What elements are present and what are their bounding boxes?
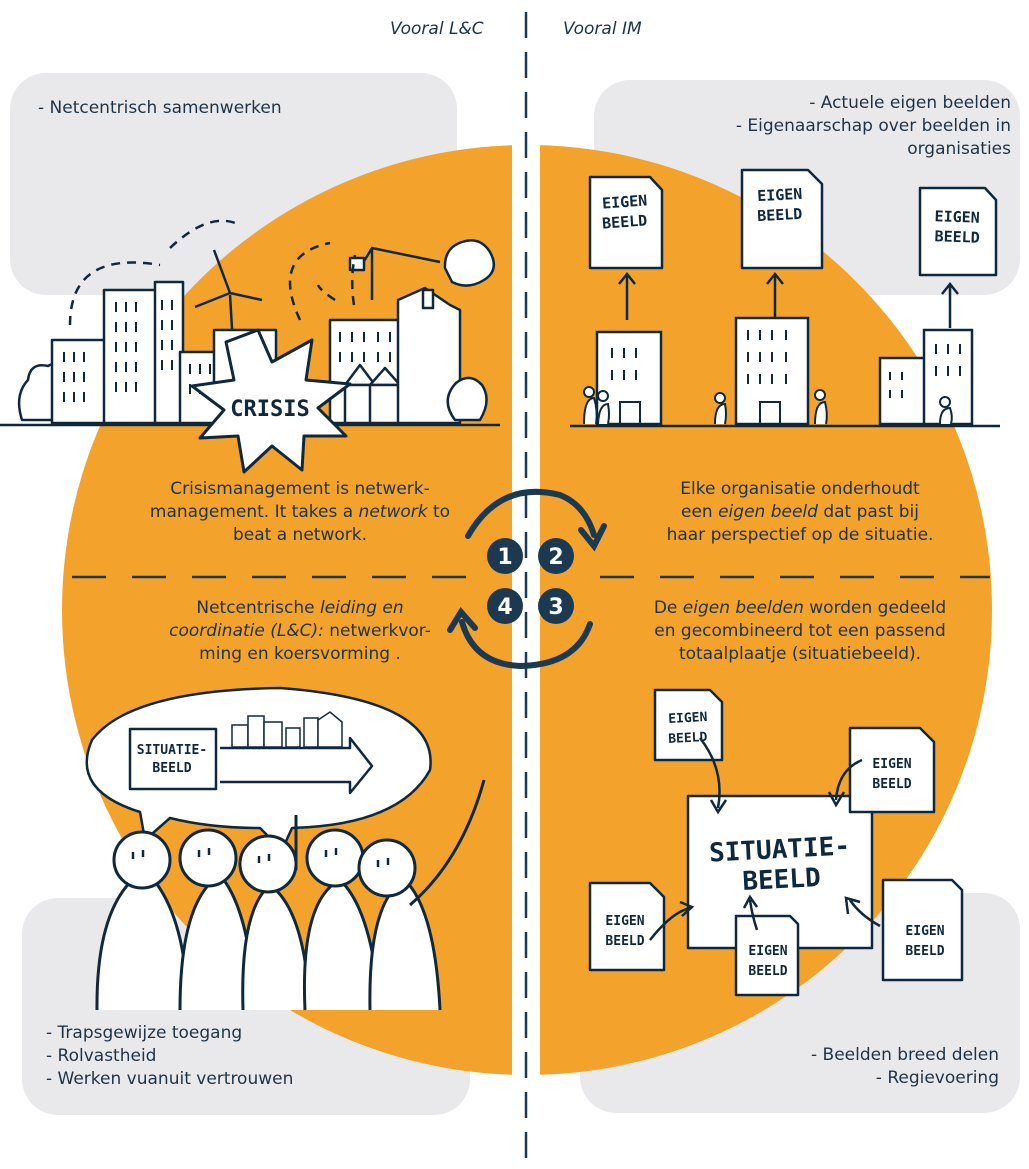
quadrant-1-text: Crisismanagement is netwerk- management.… [130,478,470,547]
q3-span: worden gedeeld [803,598,947,618]
network-arcs [68,219,357,326]
cycle-number: 2 [548,545,563,570]
eigen-beeld-label: BEELD [605,934,644,949]
box-line: - Trapsgewijze toegang [46,1023,243,1043]
cycle-badge-2 [538,538,574,574]
q4-emphasis: coordinatie (L&C): [169,621,324,641]
q3-line: en gecombineerd tot een passend [654,621,946,641]
crowd-eyes [131,848,390,867]
building-arrows [618,271,959,328]
box-line: - Netcentrisch samenwerken [38,98,282,118]
cycle-badge-1 [487,538,523,574]
q4-span: netwerkvor- [323,621,431,641]
situatiebeeld-diagram [588,688,964,997]
cycle-badge-3 [538,588,574,624]
eigen-beeld-label: BEELD [872,777,911,792]
eigen-beeld-label: EIGEN [668,710,708,727]
eigen-beeld-documents-top [588,168,998,277]
eigen-beeld-label: EIGEN [605,914,644,929]
eigen-beeld-label: BEELD [905,944,944,959]
people-speech-bubble [85,686,432,852]
q1-emphasis: network [358,502,428,522]
q4-line: ming en koersvorming . [199,644,401,664]
q4-line: Netcentrische leiding en [130,597,470,620]
q3-line: De eigen beelden worden gedeeld [625,597,975,620]
q1-line: Crisismanagement is netwerk- [170,479,430,499]
situatiebeeld-small-label: BEELD [152,761,191,776]
situatiebeeld-arrows [649,737,881,941]
situatiebeeld-small-label: SITUATIE- [137,743,207,758]
eigen-beeld-label: EIGEN [872,757,911,772]
label-vooral-lc: Vooral L&C [390,19,484,39]
box-bottom-left-text: - Trapsgewijze toegang - Rolvastheid - W… [46,1022,293,1091]
q1-span: to [427,502,451,522]
q3-emphasis: eigen beelden [682,598,804,618]
city-windows [63,300,391,402]
q1-span: management. It takes a [149,502,359,522]
mini-city-in-bubble [231,711,343,748]
eigen-beeld-label: EIGEN [602,191,648,212]
box-line: - Actuele eigen beelden [809,93,1011,113]
q3-span: De [653,598,683,618]
eigen-beeld-label: EIGEN [748,944,787,959]
crisis-label: CRISIS [230,397,309,422]
q3-line: totaalplaatje (situatiebeeld). [678,644,922,664]
eigen-beeld-label: EIGEN [757,185,803,205]
eigen-beeld-label: BEELD [934,227,980,247]
q2-line: Elke organisatie onderhoudt [680,479,920,499]
cycle-arrows [447,488,607,670]
label-vooral-im: Vooral IM [563,19,642,39]
eigen-beeld-label: BEELD [602,211,648,232]
q1-line: beat a network. [233,525,367,545]
situatiebeeld-label: SITUATIE- [708,831,850,868]
quadrant-4-text: Netcentrische leiding en coordinatie (L&… [130,597,470,666]
q2-line: haar perspectief op de situatie. [666,525,934,545]
q2-span: dat past bij [817,502,919,522]
box-line: - Rolvastheid [46,1046,157,1066]
box-top-right-text: - Actuele eigen beelden - Eigenaarschap … [611,92,1011,161]
box-line: - Regievoering [875,1068,999,1088]
q1-line: management. It takes a network to [130,501,470,524]
eigen-beeld-label: BEELD [757,205,803,225]
box-line: organisaties [907,139,1011,159]
q2-emphasis: eigen beeld [718,502,818,522]
quadrant-3-text: De eigen beelden worden gedeeld en gecom… [625,597,975,666]
cycle-number: 3 [548,595,563,620]
eigen-beeld-label: EIGEN [905,924,944,939]
quadrant-2-text: Elke organisatie onderhoudt een eigen be… [620,478,980,547]
box-top-left-text: - Netcentrisch samenwerken [38,97,282,120]
eigen-beeld-label: BEELD [668,730,708,747]
eigen-beeld-label: EIGEN [934,207,980,227]
q4-span: Netcentrische [196,598,320,618]
cycle-badges: 1 2 3 4 [487,538,574,624]
eigen-beeld-label: BEELD [748,964,787,979]
box-line: - Eigenaarschap over beelden in [735,116,1011,136]
cycle-number: 4 [497,595,512,620]
box-line: - Werken vuanuit vertrouwen [46,1069,294,1089]
cycle-number: 1 [497,545,512,570]
box-line: - Beelden breed delen [811,1045,999,1065]
situatiebeeld-label: BEELD [742,863,822,897]
cycle-badge-4 [487,588,523,624]
box-bottom-right-text: - Beelden breed delen - Regievoering [619,1044,999,1090]
q4-line: coordinatie (L&C): netwerkvor- [130,620,470,643]
people-figures-top-right [583,386,953,425]
crisis-burst [190,328,352,474]
q4-emphasis: leiding en [320,598,404,618]
q2-line: een eigen beeld dat past bij [620,501,980,524]
q2-span: een [680,502,719,522]
organisation-windows [611,330,961,425]
crowd-figures [95,779,486,1011]
